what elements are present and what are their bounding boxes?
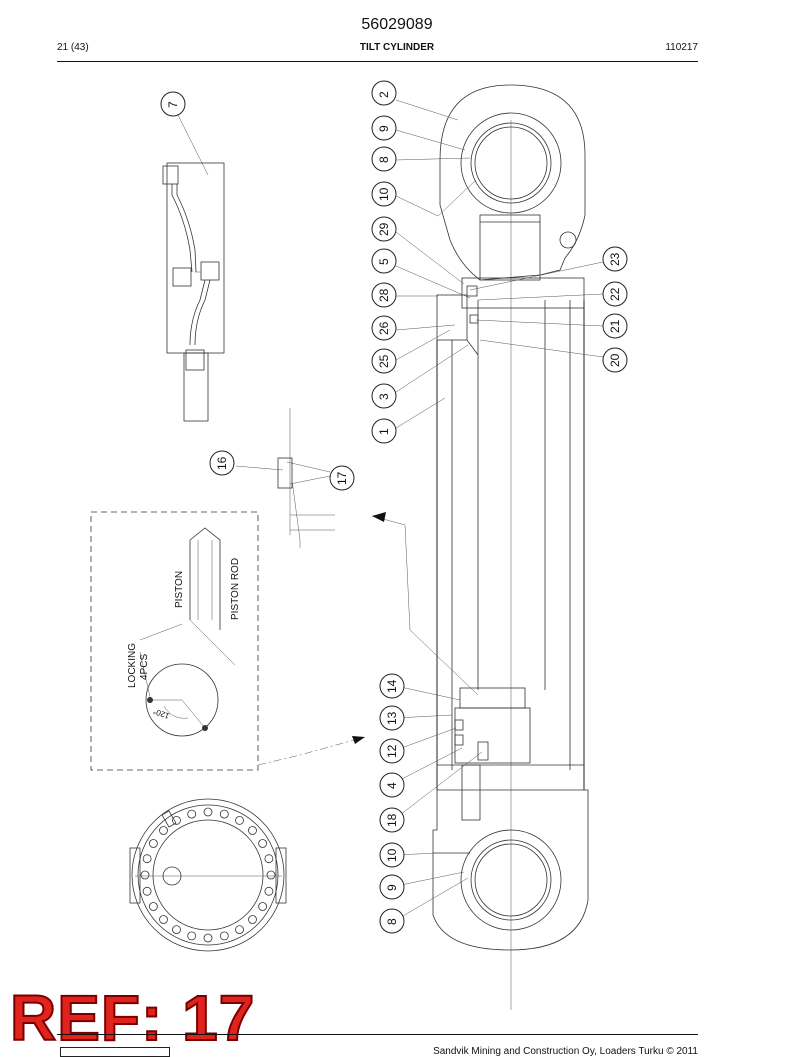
bolt-hole <box>219 931 229 941</box>
callout-12: 12 <box>379 738 405 764</box>
piston-rod-label: PISTON ROD <box>230 558 241 620</box>
callout-10: 10 <box>371 181 397 207</box>
svg-text:10: 10 <box>385 848 399 862</box>
bolt-hole <box>187 931 197 941</box>
svg-text:25: 25 <box>377 354 391 368</box>
svg-text:20: 20 <box>608 353 622 367</box>
svg-text:28: 28 <box>377 288 391 302</box>
bolt-hole <box>248 826 257 835</box>
svg-text:7: 7 <box>166 101 180 108</box>
document-number: 56029089 <box>361 16 433 33</box>
svg-text:22: 22 <box>608 287 622 301</box>
page-title: TILT CYLINDER <box>359 42 435 53</box>
bolt-hole <box>142 886 152 896</box>
page-index: 21 (43) <box>57 42 89 53</box>
locking-qty-label: 4PCS <box>139 654 150 680</box>
callout-17: 17 <box>329 465 355 491</box>
callout-9: 9 <box>371 115 397 141</box>
callout-8-bottom: 8 <box>379 908 405 934</box>
bolt-hole <box>159 826 168 835</box>
callout-10-bottom: 10 <box>379 842 405 868</box>
cylinder-body <box>432 84 589 1010</box>
svg-text:14: 14 <box>385 679 399 693</box>
callout-23: 23 <box>602 246 628 272</box>
piston-label: PISTON <box>174 571 185 608</box>
svg-text:13: 13 <box>385 711 399 725</box>
svg-text:1: 1 <box>377 428 391 435</box>
bolt-hole <box>203 807 213 817</box>
callout-5: 5 <box>371 248 397 274</box>
callout-13: 13 <box>379 705 405 731</box>
bolt-hole <box>159 915 168 924</box>
detail-arrow <box>371 512 479 696</box>
svg-text:3: 3 <box>377 393 391 400</box>
callout-20: 20 <box>602 347 628 373</box>
svg-text:16: 16 <box>215 456 229 470</box>
bolt-hole <box>248 915 257 924</box>
flange-end-view <box>129 798 287 952</box>
bolt-hole <box>235 816 244 825</box>
footer-rule <box>57 1034 698 1035</box>
callout-16: 16 <box>209 450 235 476</box>
copyright-text: Sandvik Mining and Construction Oy, Load… <box>433 1046 698 1057</box>
callout-4: 4 <box>379 772 405 798</box>
bolt-hole <box>258 839 268 848</box>
flange-bolt-holes <box>140 807 276 943</box>
locking-label: LOCKING <box>127 643 138 688</box>
bolt-hole <box>264 854 274 864</box>
svg-text:21: 21 <box>608 319 622 333</box>
bolt-hole <box>148 902 158 911</box>
callout-18: 18 <box>379 807 405 833</box>
svg-text:17: 17 <box>335 471 349 485</box>
bolt-hole <box>266 870 276 880</box>
svg-text:8: 8 <box>377 156 391 163</box>
angle-label: 120° <box>152 706 171 720</box>
callout-3: 3 <box>371 383 397 409</box>
locking-detail-box <box>90 511 366 771</box>
bolt-hole <box>140 870 150 880</box>
svg-text:5: 5 <box>377 258 391 265</box>
bolt-hole <box>142 854 152 864</box>
leader-lines <box>177 99 604 921</box>
svg-text:9: 9 <box>385 884 399 891</box>
svg-text:23: 23 <box>608 252 622 266</box>
svg-text:2: 2 <box>377 91 391 98</box>
bolt-hole <box>172 816 181 825</box>
bolt-hole <box>187 809 197 819</box>
callout-25: 25 <box>371 348 397 374</box>
tube-assembly-view <box>162 162 225 422</box>
svg-text:29: 29 <box>377 222 391 236</box>
callout-22: 22 <box>602 281 628 307</box>
svg-text:9: 9 <box>377 125 391 132</box>
bolt-hole <box>203 933 213 943</box>
bolt-hole <box>258 902 268 911</box>
callout-8: 8 <box>371 146 397 172</box>
callout-2: 2 <box>371 80 397 106</box>
ref-label: REF: 17 <box>9 982 256 1054</box>
svg-text:12: 12 <box>385 744 399 758</box>
svg-text:8: 8 <box>385 918 399 925</box>
weld-detail <box>277 408 335 548</box>
bolt-hole <box>148 839 158 848</box>
callout-7: 7 <box>160 91 186 117</box>
footer-logo <box>60 1047 170 1057</box>
callout-9-bottom: 9 <box>379 874 405 900</box>
svg-text:26: 26 <box>377 321 391 335</box>
header-rule <box>57 61 698 62</box>
svg-text:4: 4 <box>385 782 399 789</box>
bolt-hole <box>172 925 181 934</box>
svg-text:10: 10 <box>377 187 391 201</box>
bolt-hole <box>219 809 229 819</box>
bolt-hole <box>264 886 274 896</box>
callout-1: 1 <box>371 418 397 444</box>
callout-28: 28 <box>371 282 397 308</box>
callout-21: 21 <box>602 313 628 339</box>
callout-14: 14 <box>379 673 405 699</box>
bolt-hole <box>235 925 244 934</box>
callout-29: 29 <box>371 216 397 242</box>
callout-26: 26 <box>371 315 397 341</box>
revision-code: 110217 <box>665 42 698 53</box>
svg-text:18: 18 <box>385 813 399 827</box>
